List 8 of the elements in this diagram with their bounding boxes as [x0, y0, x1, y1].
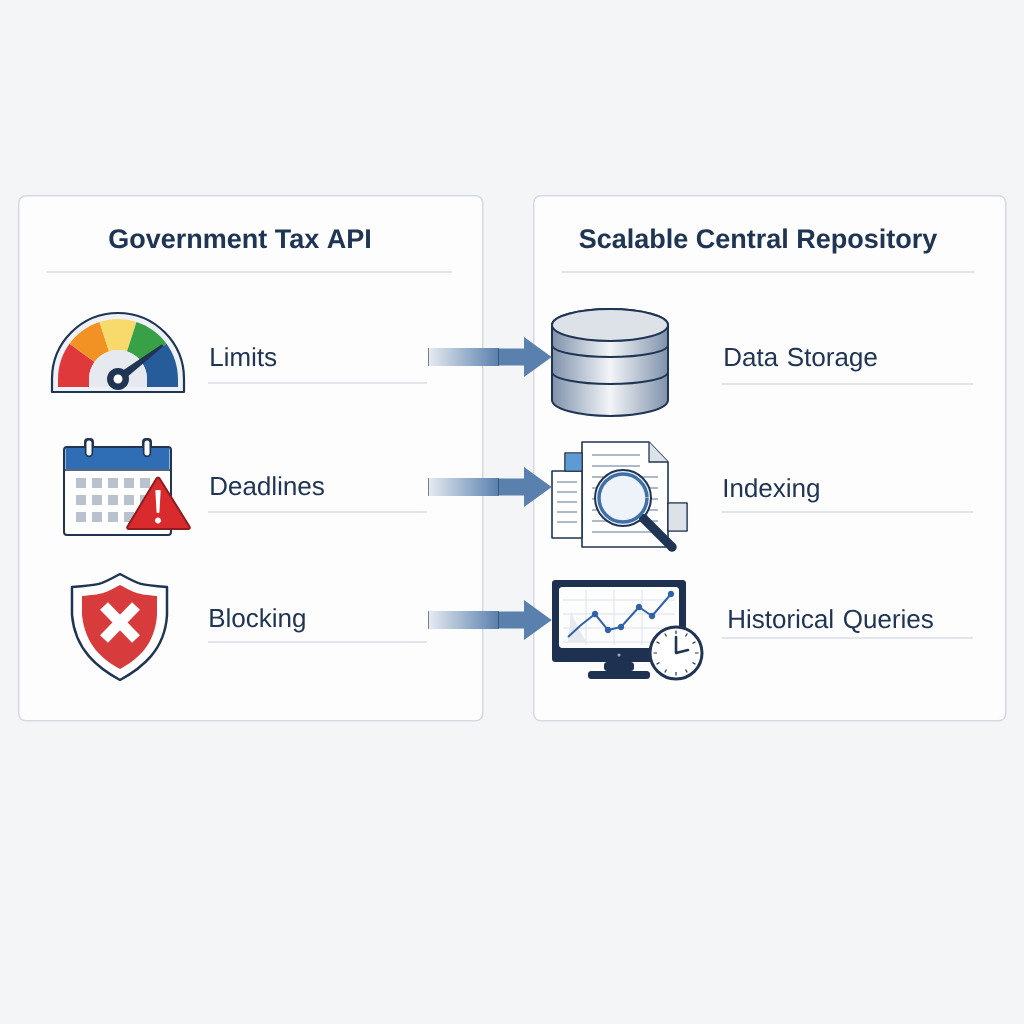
- item-label: Data Storage: [725, 347, 877, 372]
- item-label: Historical Queries: [729, 609, 933, 633]
- item-label: Indexing: [724, 478, 819, 503]
- panel-heading: Government Tax API: [109, 229, 370, 249]
- item-label: Deadlines: [211, 476, 324, 496]
- item-label: Blocking: [210, 608, 305, 633]
- panel-heading: Scalable Central Repository: [579, 228, 938, 254]
- item-label: Limits: [211, 347, 277, 367]
